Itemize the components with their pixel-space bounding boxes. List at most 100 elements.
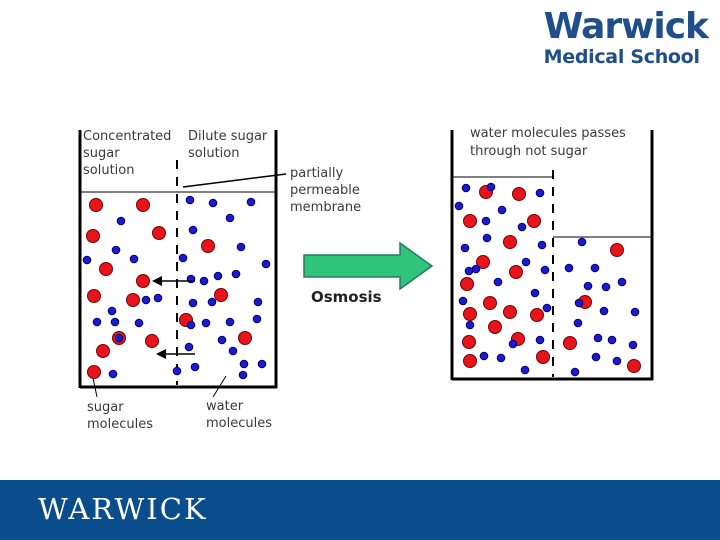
water-molecule	[602, 283, 610, 291]
osmosis-label: Osmosis	[311, 288, 382, 306]
water-molecule	[173, 367, 181, 375]
water-molecule	[462, 184, 470, 192]
water-molecule	[522, 258, 530, 266]
water-molecule	[93, 318, 101, 326]
water-molecule	[208, 298, 216, 306]
water-molecule	[218, 336, 226, 344]
water-molecule	[521, 366, 529, 374]
sugar-molecule	[461, 278, 474, 291]
water-molecule	[608, 336, 616, 344]
membrane-label-line3: membrane	[290, 200, 361, 215]
sugar-molecule	[464, 215, 477, 228]
water-molecule	[541, 266, 549, 274]
sugar-label-line1: sugar	[87, 400, 124, 415]
dilute-label: Dilute sugar solution	[188, 129, 271, 161]
water-molecule	[509, 340, 517, 348]
right-beaker	[452, 130, 653, 380]
sugar-molecule	[537, 351, 550, 364]
water-molecule	[142, 296, 150, 304]
water-molecule	[497, 354, 505, 362]
water-molecule	[538, 241, 546, 249]
water-molecule	[253, 315, 261, 323]
water-molecule	[459, 297, 467, 305]
sugar-molecule	[564, 337, 577, 350]
water-molecule	[631, 308, 639, 316]
water-molecule	[185, 343, 193, 351]
water-molecule	[574, 319, 582, 327]
sugar-molecule	[463, 336, 476, 349]
water-molecule	[130, 255, 138, 263]
water-molecule	[536, 336, 544, 344]
water-molecule	[543, 304, 551, 312]
passes-label: water molecules passes through not sugar	[470, 126, 630, 159]
water-molecule	[226, 214, 234, 222]
water-molecule	[578, 238, 586, 246]
water-molecule	[613, 357, 621, 365]
water-molecule	[565, 264, 573, 272]
sugar-molecule	[137, 275, 150, 288]
water-molecule	[571, 368, 579, 376]
passes-label-line1: water molecules passes	[470, 126, 626, 141]
sugar-label-line2: molecules	[87, 417, 153, 432]
osmosis-arrow	[304, 243, 432, 289]
water-molecule	[254, 298, 262, 306]
water-molecule	[600, 307, 608, 315]
water-molecule	[536, 189, 544, 197]
concentrated-label-line1: Concentrated	[83, 129, 171, 144]
passes-label-line2: through not sugar	[470, 144, 588, 159]
membrane-label-line2: permeable	[290, 183, 360, 198]
water-molecule	[239, 371, 247, 379]
sugar-molecule	[88, 366, 101, 379]
sugar-molecule	[87, 230, 100, 243]
sugar-molecule	[504, 306, 517, 319]
sugar-molecule	[484, 297, 497, 310]
dilute-label-line2: solution	[188, 146, 239, 161]
water-molecule	[629, 341, 637, 349]
sugar-molecule	[97, 345, 110, 358]
concentrated-label-line3: solution	[83, 163, 134, 178]
water-molecule	[108, 307, 116, 315]
water-molecule	[487, 183, 495, 191]
water-molecule	[482, 217, 490, 225]
water-molecule	[498, 206, 506, 214]
dilute-label-line1: Dilute sugar	[188, 129, 268, 144]
sugar-molecule	[513, 188, 526, 201]
water-molecule	[135, 319, 143, 327]
osmosis-diagram: Concentrated sugar solution Dilute sugar…	[0, 0, 720, 480]
water-molecule	[461, 244, 469, 252]
sugar-molecule	[153, 227, 166, 240]
membrane-label-line1: partially	[290, 166, 343, 181]
sugar-molecule	[464, 355, 477, 368]
water-molecule	[229, 347, 237, 355]
sugar-molecule	[464, 308, 477, 321]
water-molecule	[494, 278, 502, 286]
footer-warwick-logo: WARWICK	[38, 492, 208, 526]
water-molecule	[237, 243, 245, 251]
water-molecule	[240, 360, 248, 368]
concentrated-label: Concentrated sugar solution	[83, 129, 176, 178]
water-molecule	[154, 294, 162, 302]
water-molecule	[465, 267, 473, 275]
water-molecule	[109, 370, 117, 378]
water-molecule	[594, 334, 602, 342]
sugar-molecule	[531, 309, 544, 322]
pointer-lines	[93, 174, 286, 397]
water-molecule	[209, 199, 217, 207]
sugar-molecule	[137, 199, 150, 212]
water-molecule	[202, 319, 210, 327]
water-molecule	[111, 318, 119, 326]
water-molecule	[83, 256, 91, 264]
water-molecule	[112, 246, 120, 254]
water-molecule	[117, 217, 125, 225]
sugar-molecule	[504, 236, 517, 249]
water-molecule	[214, 272, 222, 280]
water-molecule	[262, 260, 270, 268]
sugar-molecule	[489, 321, 502, 334]
water-molecule	[584, 282, 592, 290]
water-molecule	[258, 360, 266, 368]
sugar-molecule	[100, 263, 113, 276]
water-molecule	[472, 265, 480, 273]
sugar-molecule	[611, 244, 624, 257]
sugar-molecules-label: sugar molecules	[87, 400, 153, 432]
water-molecule	[518, 223, 526, 231]
